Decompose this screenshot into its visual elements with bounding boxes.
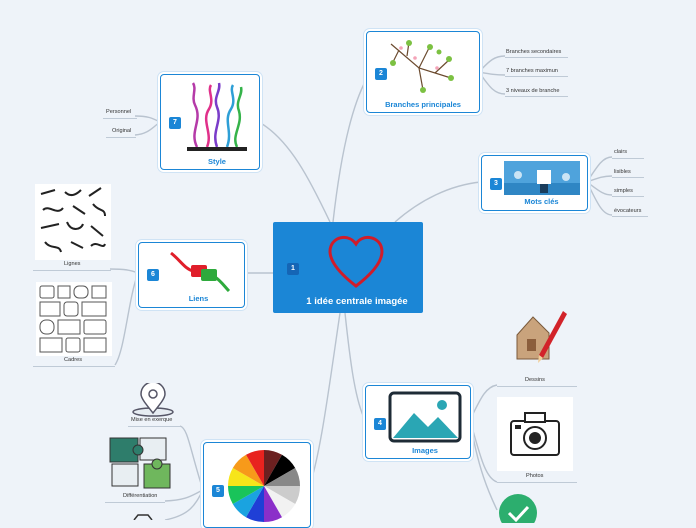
leaf-branches-secondaires[interactable]: Branches secondaires	[506, 49, 562, 55]
puzzle-pieces-icon	[109, 437, 171, 489]
leaf-underline	[505, 96, 568, 97]
frames-icon	[36, 282, 112, 356]
leaf-dessins[interactable]: Dessins	[525, 377, 545, 383]
leaf-underline	[505, 76, 568, 77]
branch-badge-7: 7	[169, 117, 181, 129]
leaf-underline	[105, 502, 165, 503]
camera-icon	[497, 397, 573, 471]
leaf-underline	[612, 196, 644, 197]
leaf-lisibles[interactable]: lisibles	[614, 169, 631, 175]
leaf-underline	[497, 386, 577, 387]
leaf-differentiation[interactable]: Différentiation	[123, 493, 158, 499]
central-badge: 1	[287, 263, 299, 275]
leaf-underline	[128, 426, 180, 427]
branch-node-liens[interactable]: 6 Liens	[138, 242, 245, 308]
partial-icon	[133, 514, 153, 520]
branch-badge-5: 5	[212, 485, 224, 497]
branch-title-4: Images	[412, 446, 438, 455]
leaf-underline	[103, 118, 137, 119]
branch-title-2: Branches principales	[385, 100, 461, 109]
keywords-image-icon	[504, 161, 580, 195]
checkmark-icon	[499, 494, 537, 523]
color-wheel-icon	[227, 449, 301, 522]
leaf-original[interactable]: Original	[112, 128, 132, 134]
leaf-underline	[612, 177, 644, 178]
leaf-3-niveaux-de-branche[interactable]: 3 niveaux de branche	[506, 88, 560, 94]
leaf-underline	[33, 270, 111, 271]
leaf-underline	[505, 57, 568, 58]
leaf-underline	[612, 158, 644, 159]
branch-node-style[interactable]: 7 Style	[160, 74, 260, 170]
pencil-drawing-icon	[516, 311, 567, 363]
link-icon	[170, 251, 231, 293]
branch-title-7: Style	[208, 157, 226, 166]
leaf-mise-en-exerque[interactable]: Mise en exerque	[131, 417, 173, 423]
leaf-underline	[497, 482, 577, 483]
leaf-underline	[33, 366, 115, 367]
tree-branch-icon	[390, 40, 454, 93]
central-idea-node[interactable]: 1 1 idée centrale imagée	[273, 222, 423, 313]
branch-node-mots-cles[interactable]: 3 Mots clés	[481, 155, 588, 211]
branch-title-3: Mots clés	[524, 197, 559, 206]
branch-node-images[interactable]: 4 Images	[365, 385, 471, 459]
branch-badge-3: 3	[490, 178, 502, 190]
branch-title-6: Liens	[188, 294, 209, 303]
leaf-underline	[612, 216, 648, 217]
leaf-clairs[interactable]: clairs	[614, 149, 628, 155]
leaf-personnel[interactable]: Personnel	[106, 109, 132, 115]
branch-badge-2: 2	[375, 68, 387, 80]
leaf-simples[interactable]: simples	[614, 188, 633, 194]
leaf-7-branches-maximun[interactable]: 7 branches maximun	[506, 68, 558, 74]
branch-badge-4: 4	[374, 418, 386, 430]
arrows-lines-icon	[35, 184, 111, 260]
branch-node-branches-principales[interactable]: 2 Branches principales	[366, 31, 480, 113]
picture-icon	[388, 391, 462, 443]
leaf-lignes[interactable]: Lignes	[64, 261, 81, 267]
branch-node-couleurs[interactable]: 5	[203, 442, 311, 528]
branch-badge-6: 6	[147, 269, 159, 281]
leaf-photos[interactable]: Photos	[526, 473, 544, 479]
leaf-cadres[interactable]: Cadres	[64, 357, 83, 363]
paint-style-icon	[187, 82, 247, 151]
leaf-evocateurs[interactable]: évocateurs	[614, 208, 642, 214]
map-pin-icon	[132, 383, 174, 417]
central-title: 1 idée centrale imagée	[306, 296, 408, 307]
heart-icon	[328, 236, 384, 288]
leaf-underline	[106, 137, 136, 138]
